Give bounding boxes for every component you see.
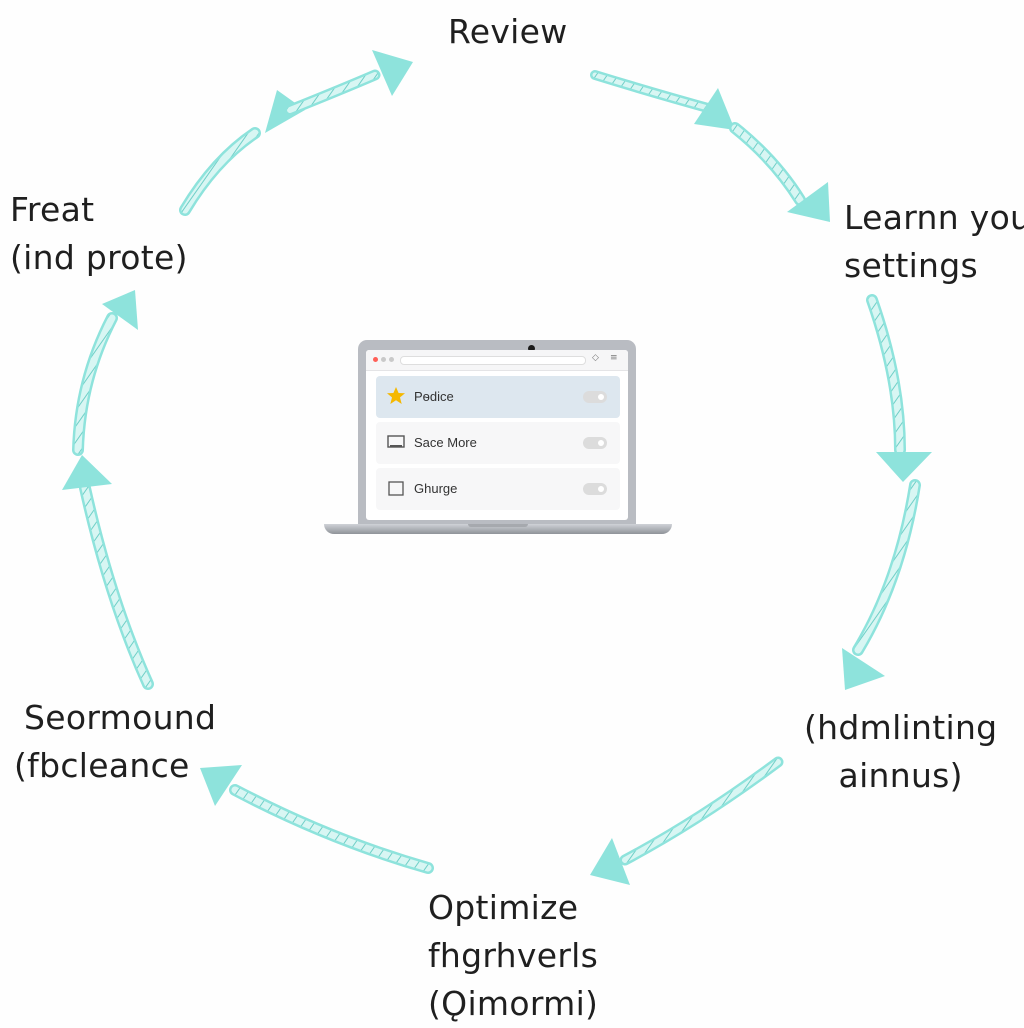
stage-freat-line-2: (ind prote) — [10, 238, 188, 277]
arrow-hdmlinting-to-optimize — [590, 756, 784, 885]
arrow-review-to-learnn — [590, 70, 830, 222]
stage-optimize-line-2: fhgrhverls — [428, 936, 599, 975]
stage-learnn-line-1: Learnn you — [844, 198, 1024, 237]
stage-label-hdmlinting: (hdmlinting ainnus) — [804, 704, 997, 800]
stage-label-freat: Freat (ind prote) — [10, 186, 188, 282]
stage-optimize-line-1: Optimize — [428, 888, 579, 927]
settings-row-1[interactable]: Pѳdice — [376, 376, 620, 418]
laptop-notch — [468, 524, 528, 527]
settings-icon[interactable]: ◇ — [592, 353, 599, 363]
arrow-seormound-to-freat — [62, 290, 154, 690]
stage-optimize-line-3: (Ǫimormi) — [428, 984, 599, 1023]
arrow-optimize-to-seormound — [200, 765, 434, 874]
stage-seormound-line-2: (fbcleance — [14, 746, 190, 785]
stage-seormound-line-1: Seormound — [24, 698, 217, 737]
settings-row-2-toggle[interactable] — [583, 437, 607, 449]
settings-row-2-label: Sace More — [414, 435, 477, 450]
settings-row-3-toggle[interactable] — [583, 483, 607, 495]
arrow-learnn-to-hdmlinting — [842, 294, 932, 690]
stage-label-learnn: Learnn you settings — [844, 194, 1024, 290]
laptop-screen-frame: ◇ ≡ Pѳdice Sace More — [358, 340, 636, 524]
address-bar[interactable] — [400, 356, 586, 365]
settings-row-1-label: Pѳdice — [414, 389, 454, 404]
laptop-screen: ◇ ≡ Pѳdice Sace More — [366, 350, 628, 520]
checkbox-icon — [388, 481, 404, 496]
laptop-base — [324, 524, 672, 534]
star-icon — [387, 387, 405, 404]
settings-row-3[interactable]: Ghurge — [376, 468, 620, 510]
stage-label-review: Review — [448, 8, 568, 56]
stage-review-text: Review — [448, 12, 568, 51]
laptop-illustration: ◇ ≡ Pѳdice Sace More — [324, 340, 672, 540]
minimize-window-dot[interactable] — [381, 357, 386, 362]
settings-row-3-label: Ghurge — [414, 481, 458, 496]
settings-row-2[interactable]: Sace More — [376, 422, 620, 464]
arrow-left-to-review — [179, 50, 413, 216]
stage-label-seormound: Seormound (fbcleance — [14, 694, 216, 790]
close-window-dot[interactable] — [373, 357, 378, 362]
webcam-dot — [528, 345, 535, 352]
stage-hdmlinting-line-1: (hdmlinting — [804, 708, 998, 747]
stage-learnn-line-2: settings — [844, 246, 978, 285]
monitor-icon — [387, 435, 405, 448]
stage-hdmlinting-line-2: ainnus) — [838, 756, 963, 795]
stage-label-optimize: Optimize fhgrhverls (Ǫimormi) — [428, 884, 598, 1028]
browser-toolbar: ◇ ≡ — [366, 350, 628, 371]
maximize-window-dot[interactable] — [389, 357, 394, 362]
settings-row-1-toggle[interactable] — [583, 391, 607, 403]
stage-freat-line-1: Freat — [10, 190, 95, 229]
menu-icon[interactable]: ≡ — [610, 353, 618, 363]
